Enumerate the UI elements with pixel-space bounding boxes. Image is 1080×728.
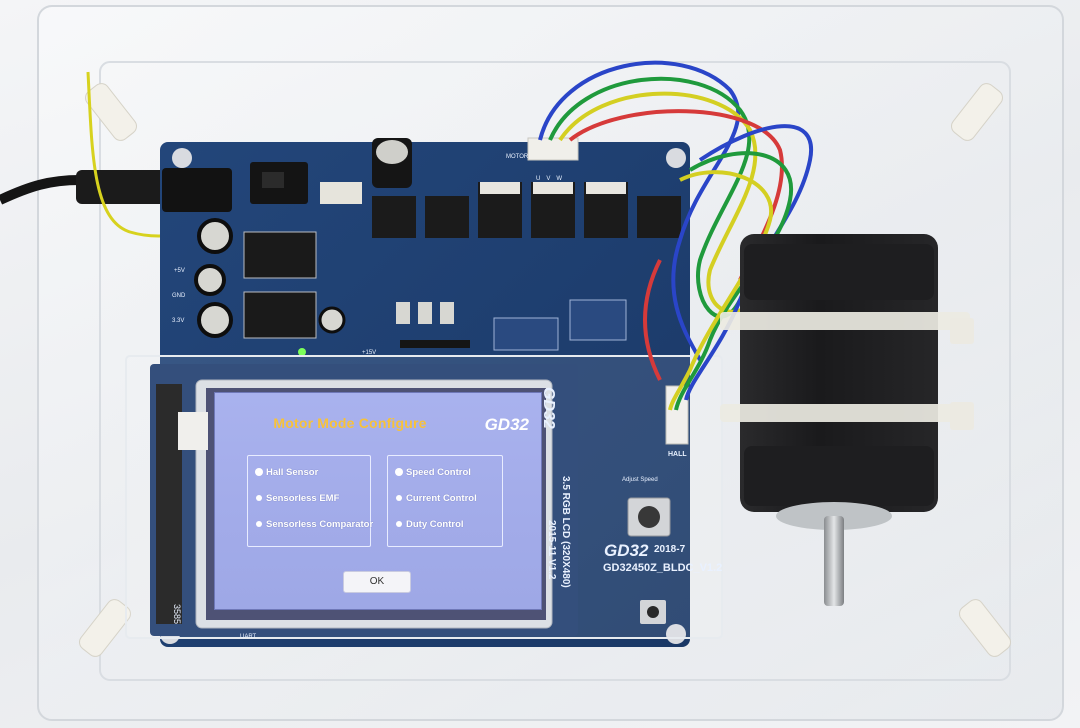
uvw-label: UVW xyxy=(536,176,568,182)
board-name-label: GD32450Z_BLDC_V1.2 xyxy=(603,562,723,574)
radio-icon xyxy=(396,521,402,528)
bldc-motor-body xyxy=(740,234,938,512)
radio-label: Sensorless Comparator xyxy=(266,519,374,530)
smd-components xyxy=(396,299,627,351)
hall-label: HALL xyxy=(668,451,687,458)
dc-jack xyxy=(162,168,232,212)
radio-duty-control[interactable]: Duty Control xyxy=(396,519,464,530)
lcd-gd32-logo: GD32 xyxy=(484,415,529,434)
radio-selected-icon xyxy=(396,469,402,476)
standoffs xyxy=(79,83,1011,657)
lcd-module-label: 3.5 RGB LCD (320X480) xyxy=(560,476,571,588)
radio-icon xyxy=(256,521,262,528)
lcd-flex xyxy=(178,412,208,450)
uart-label: UART xyxy=(240,634,257,640)
pin-header-left xyxy=(156,384,182,624)
radio-label: Hall Sensor xyxy=(266,467,319,478)
acrylic-top-plate xyxy=(99,61,1011,681)
plus5v-label: +5V xyxy=(174,268,185,274)
board-date-label: 2018-7 xyxy=(654,544,686,555)
lcd-code-label: 3585 xyxy=(172,604,182,625)
regulator-u6 xyxy=(243,231,317,279)
status-led xyxy=(298,348,306,356)
lcd-version-label: 2015-11 V1.2 xyxy=(546,520,557,580)
motor-connector-label: MOTOR xyxy=(506,154,529,160)
control-mode-group: Speed Control Current Control Duty Contr… xyxy=(387,455,503,547)
radio-sensorless-emf[interactable]: Sensorless EMF xyxy=(256,493,339,504)
cable-tie-bottom xyxy=(720,404,970,422)
cable-tie-top xyxy=(720,312,970,330)
dc-plug xyxy=(76,170,166,204)
radio-label: Duty Control xyxy=(406,519,464,530)
radio-icon xyxy=(256,495,262,502)
regulator-u8 xyxy=(243,291,317,339)
radio-icon xyxy=(396,495,402,502)
radio-hall-sensor[interactable]: Hall Sensor xyxy=(256,467,318,478)
plus15v-label: +15V xyxy=(362,350,377,356)
board-gd32-logo: GD32 xyxy=(604,541,649,560)
motor-connector xyxy=(527,137,579,161)
radio-label: Sensorless EMF xyxy=(266,493,340,504)
radio-selected-icon xyxy=(256,469,262,476)
adjust-speed-label: Adjust Speed xyxy=(622,477,658,483)
radio-current-control[interactable]: Current Control xyxy=(396,493,477,504)
lcd-screen: Motor Mode Configure GD32 Hall Sensor Se… xyxy=(214,392,542,610)
header-white xyxy=(320,182,362,204)
lcd-title: Motor Mode Configure xyxy=(273,415,427,431)
gnd-label: GND xyxy=(172,293,186,299)
radio-label: Current Control xyxy=(406,493,477,504)
ok-button[interactable]: OK xyxy=(343,571,411,593)
capacitors xyxy=(194,138,412,338)
sensor-mode-group: Hall Sensor Sensorless EMF Sensorless Co… xyxy=(247,455,373,547)
motor-shaft xyxy=(824,516,844,606)
radio-speed-control[interactable]: Speed Control xyxy=(396,467,471,478)
lcd-module-gd32-logo: GD32 xyxy=(540,387,557,429)
radio-label: Speed Control xyxy=(406,467,471,478)
radio-sensorless-comparator[interactable]: Sensorless Comparator xyxy=(256,519,373,530)
v33-label: 3.3V xyxy=(172,318,185,324)
